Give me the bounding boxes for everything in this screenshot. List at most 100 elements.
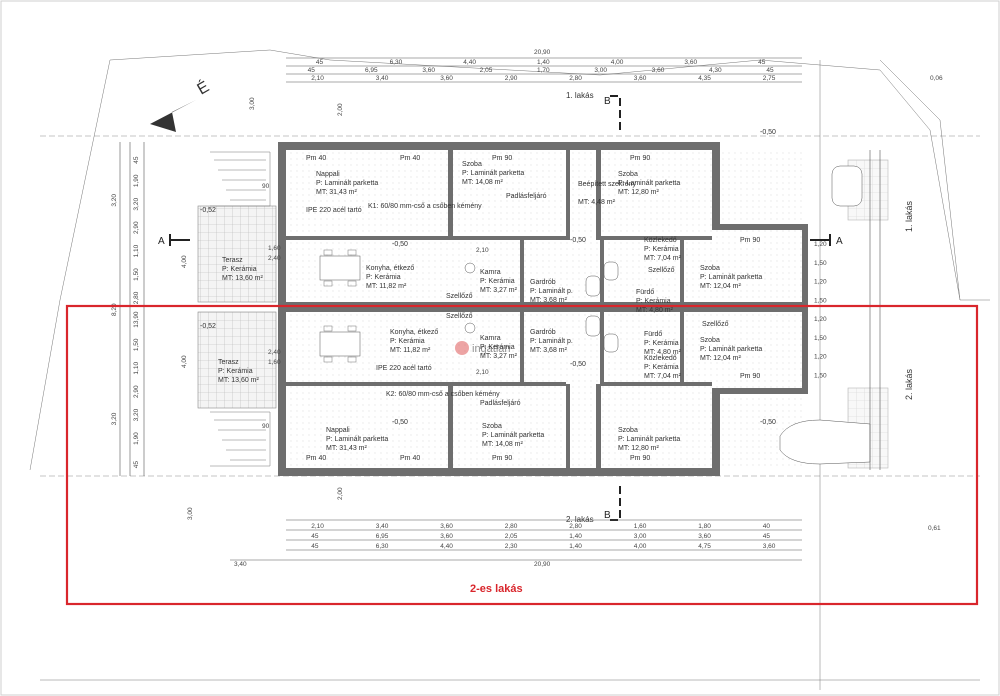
room-area: MT: 3,68 m² — [530, 347, 568, 354]
room-name: Szoba — [482, 423, 502, 430]
dim-label: 2,75 — [763, 75, 776, 82]
room-floor: P: Laminált parketta — [326, 436, 388, 443]
plan-note: Szellőző — [702, 321, 729, 328]
room-floor: P: Kerámia — [644, 364, 679, 371]
dim-label: 3,60 — [634, 75, 647, 82]
plan-note: Pm 90 — [630, 455, 650, 462]
dim-label: 45 — [311, 533, 319, 540]
room-area: MT: 3,27 m² — [480, 287, 518, 294]
plan-note: Pm 40 — [306, 455, 326, 462]
room-area: MT: 7,04 m² — [644, 373, 682, 380]
dim-label: 90 — [262, 183, 270, 190]
room-name: Fürdő — [644, 331, 662, 338]
plan-note: Pm 40 — [400, 455, 420, 462]
watermark-logo: ingatlan — [455, 341, 511, 355]
room-area: MT: 12,80 m² — [618, 189, 660, 196]
plan-note: Padlásfeljáró — [480, 400, 521, 407]
room-name: Szoba — [618, 171, 638, 178]
side-label-bottom: 2. lakás — [904, 368, 914, 400]
dim-label: 1,40 — [537, 59, 550, 66]
stairs — [210, 151, 271, 467]
dim-label: 3,60 — [684, 59, 697, 66]
dim-label: 1,20 — [814, 354, 827, 361]
section-a-left: A — [158, 236, 165, 247]
dim-label: 6,95 — [365, 67, 378, 74]
highlight-box — [65, 304, 979, 606]
dim-label: 3,00 — [249, 97, 256, 110]
plan-note: -0,52 — [200, 323, 216, 330]
room-name: Fürdő — [636, 289, 654, 296]
dim-label: 2,80 — [505, 523, 518, 530]
dim-label: 2,90 — [505, 75, 518, 82]
overall-width-bottom: 20,90 — [534, 561, 551, 568]
misc-dims: 0,060,614,004,002,401,602,401,6090902,10… — [181, 75, 943, 532]
room-area: MT: 4,80 m² — [644, 349, 682, 356]
dim-label: 4,40 — [440, 543, 453, 550]
dim-label: 3,60 — [422, 67, 435, 74]
room-name: Nappali — [316, 171, 340, 178]
plan-note: Pm 90 — [492, 155, 512, 162]
room-area: MT: 3,27 m² — [480, 353, 518, 360]
dining-table-icon — [319, 249, 361, 363]
dim-label: 45 — [133, 156, 140, 164]
dim-label: 13,90 — [133, 311, 140, 328]
room-area: MT: 31,43 m² — [316, 189, 358, 196]
dim-label: 2,10 — [311, 523, 324, 530]
room-floor: P: Laminált parketta — [618, 436, 680, 443]
room-area: MT: 31,43 m² — [326, 445, 368, 452]
plan-note: -0,50 — [392, 419, 408, 426]
dim-label: 6,30 — [390, 59, 403, 66]
dim-label: 0,06 — [930, 75, 943, 82]
watermark-text: ingatlan — [472, 343, 511, 355]
dim-label: 8,20 — [111, 303, 118, 316]
room-floor: P: Kerámia — [218, 368, 253, 375]
dim-label: 3,20 — [133, 408, 140, 421]
room-floor: P: Kerámia — [222, 266, 257, 273]
room-area: MT: 11,82 m² — [390, 347, 431, 354]
room-floor: P: Kerámia — [644, 246, 679, 253]
room-area: MT: 12,04 m² — [700, 355, 742, 362]
terrace-2 — [197, 311, 277, 409]
dim-label: 1,50 — [814, 260, 827, 267]
dim-label: 1,50 — [814, 297, 827, 304]
dim-label: 2,00 — [337, 103, 344, 116]
dim-label: 3,60 — [698, 533, 711, 540]
room-name: Kamra — [480, 335, 501, 342]
dim-label: 4,00 — [611, 59, 624, 66]
dim-label: 2,80 — [133, 291, 140, 304]
room-floor: P: Laminált parketta — [482, 432, 544, 439]
room-area: MT: 13,60 m² — [218, 377, 260, 384]
dim-label: 1,40 — [569, 543, 582, 550]
plan-note: IPE 220 acél tartó — [376, 365, 432, 372]
dim-label: 6,30 — [376, 543, 389, 550]
bathroom-fixtures-icon — [464, 261, 619, 353]
plan-note: Padlásfeljáró — [506, 193, 547, 200]
dim-label: 1,80 — [698, 523, 711, 530]
section-b-top: B — [604, 96, 611, 107]
car-icon — [779, 165, 871, 465]
dim-label: 2,05 — [505, 533, 518, 540]
plan-note: -0,50 — [570, 361, 586, 368]
dim-label: 2,00 — [337, 487, 344, 500]
dim-label: 3,00 — [594, 67, 607, 74]
side-label-top: 1. lakás — [904, 200, 914, 232]
room-floor: P: Kerámia — [636, 298, 671, 305]
room-floor: P: Laminált parketta — [618, 180, 680, 187]
room-floor: P: Laminált p. — [530, 338, 573, 345]
room-name: Szoba — [700, 337, 720, 344]
dim-label: 1,50 — [133, 268, 140, 281]
room-floor: P: Laminált parketta — [462, 170, 524, 177]
dim-label: 1,10 — [133, 362, 140, 375]
room-floor: P: Kerámia — [480, 278, 515, 285]
room-name: Szoba — [462, 161, 482, 168]
room-area: MT: 3,68 m² — [530, 297, 568, 304]
room-area: MT: 7,04 m² — [644, 255, 682, 262]
dim-label: 2,05 — [480, 67, 493, 74]
dim-label: 2,10 — [476, 247, 489, 254]
dim-label: 2,80 — [569, 523, 582, 530]
room-name: Nappali — [326, 427, 350, 434]
dim-label: 3,00 — [187, 507, 194, 520]
room-name: Gardrób — [530, 329, 556, 336]
dim-label: 1,60 — [268, 359, 281, 366]
